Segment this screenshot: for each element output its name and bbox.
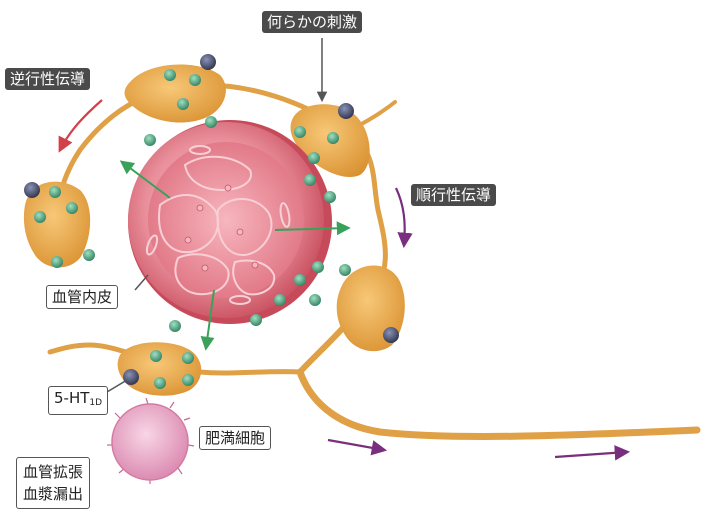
- receptor-1: [200, 54, 216, 70]
- plasma-extravasation-text: 血漿漏出: [23, 483, 83, 505]
- endothelium-label: 血管内皮: [46, 285, 118, 309]
- axon-arrow-1: [328, 440, 384, 450]
- receptor-4: [383, 327, 399, 343]
- receptor-label: 5-HT1D: [48, 386, 108, 415]
- effect-label: 血管拡張 血漿漏出: [16, 457, 90, 509]
- receptor-name: 5-HT: [54, 389, 89, 407]
- vasodilation-text: 血管拡張: [23, 461, 83, 483]
- mast-cell: [107, 398, 194, 484]
- receptor-2: [338, 103, 354, 119]
- axon-arrow-2: [555, 452, 627, 457]
- stimulus-label: 何らかの刺激: [262, 11, 362, 33]
- receptor-3: [24, 182, 40, 198]
- receptor-subtype: 1D: [89, 398, 102, 408]
- blood-vessel: [128, 120, 332, 324]
- receptor-5: [123, 369, 139, 385]
- antidromic-arrow: [60, 100, 102, 150]
- main-axon: [300, 372, 697, 436]
- orthodromic-label: 順行性伝導: [411, 184, 496, 206]
- mast-cell-label: 肥満細胞: [199, 426, 271, 450]
- receptor-pointer: [107, 380, 127, 392]
- orthodromic-arrow: [396, 188, 405, 245]
- antidromic-label: 逆行性伝導: [5, 68, 90, 90]
- vessel-lumen: [148, 142, 304, 298]
- endothelium-pointer: [135, 275, 148, 290]
